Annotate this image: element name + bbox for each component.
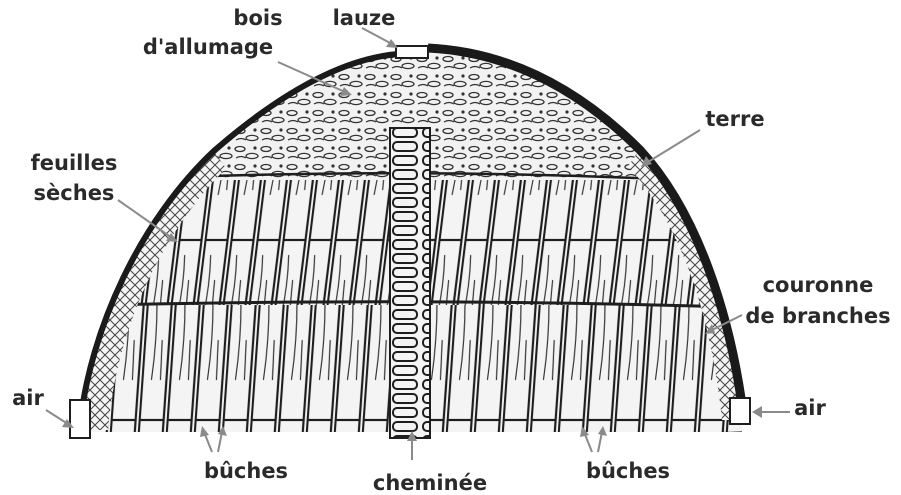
- air-vent-left: [70, 400, 90, 438]
- label-cheminee: cheminée: [373, 471, 487, 495]
- label-buches-right: bûches: [586, 459, 670, 483]
- label-allumage: d'allumage: [143, 35, 273, 59]
- kiln-dome: [60, 40, 760, 445]
- lauze-stone: [396, 46, 428, 58]
- air-vent-right: [730, 398, 750, 424]
- label-seches: sèches: [34, 181, 115, 205]
- label-bois: bois: [233, 6, 282, 30]
- label-air-left: air: [12, 386, 44, 410]
- arrow-terre: [641, 130, 700, 167]
- label-buches-left: bûches: [204, 459, 288, 483]
- label-de-branches: de branches: [745, 304, 890, 328]
- arrow-air-right: [752, 406, 790, 418]
- label-terre: terre: [705, 107, 764, 131]
- arrow-lauze: [362, 28, 398, 48]
- label-feuilles: feuilles: [31, 151, 118, 175]
- label-lauze: lauze: [333, 6, 396, 30]
- chimney: [390, 128, 430, 438]
- label-couronne: couronne: [763, 273, 874, 297]
- label-air-right: air: [794, 396, 826, 420]
